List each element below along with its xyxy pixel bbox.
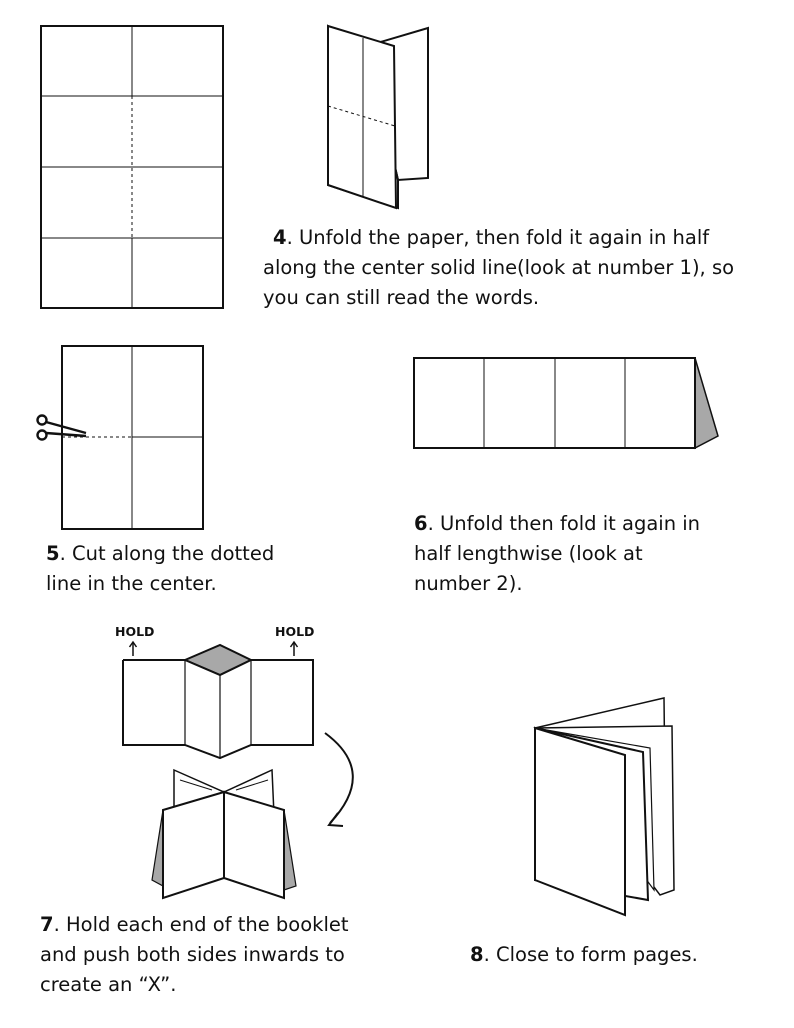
step6-line2: half lengthwise (look at	[414, 542, 643, 565]
step7-line1: . Hold each end of the booklet	[53, 913, 349, 936]
step6-instructions: 6. Unfold then fold it again in half len…	[414, 509, 700, 599]
step4-number: 4	[273, 226, 287, 249]
step5-line1: . Cut along the dotted	[59, 542, 275, 565]
step4-line1: . Unfold the paper, then fold it again i…	[286, 226, 710, 249]
arrow-up-icon	[128, 640, 138, 656]
step8-instructions: 8. Close to form pages.	[470, 940, 698, 970]
step7-x-booklet	[151, 768, 297, 900]
step7-number: 7	[40, 913, 54, 936]
step5-line2: line in the center.	[46, 572, 217, 595]
arrow-up-icon	[289, 640, 299, 656]
step4-folded-paper	[327, 24, 429, 210]
step4-instructions: 4. Unfold the paper, then fold it again …	[273, 223, 709, 253]
scissors-icon	[36, 414, 87, 441]
step7-line2: and push both sides inwards to	[40, 943, 345, 966]
step6-line3: number 2).	[414, 572, 523, 595]
step8-closed-booklet	[533, 697, 675, 917]
curved-arrow-icon	[324, 732, 354, 827]
step4-line3-wrap: you can still read the words.	[263, 283, 539, 313]
step7-pushed-strip	[122, 643, 314, 760]
hold-label-right: HOLD	[275, 624, 315, 639]
step4-line2-wrap: along the center solid line(look at numb…	[263, 253, 734, 283]
step7-instructions: 7. Hold each end of the booklet and push…	[40, 910, 349, 1000]
step8-line1: . Close to form pages.	[483, 943, 698, 966]
step5-cut-paper	[61, 345, 204, 530]
hold-label-left: HOLD	[115, 624, 155, 639]
step8-number: 8	[470, 943, 484, 966]
step6-line1: . Unfold then fold it again in	[427, 512, 701, 535]
step7-line3: create an “X”.	[40, 973, 177, 996]
step5-instructions: 5. Cut along the dotted line in the cent…	[46, 539, 274, 599]
step6-number: 6	[414, 512, 428, 535]
step3-unfolded-paper	[40, 25, 224, 309]
step5-number: 5	[46, 542, 60, 565]
step4-line2: along the center solid line(look at numb…	[263, 256, 735, 279]
step6-lengthwise-fold	[413, 357, 719, 450]
step4-line3: you can still read the words.	[263, 286, 540, 309]
